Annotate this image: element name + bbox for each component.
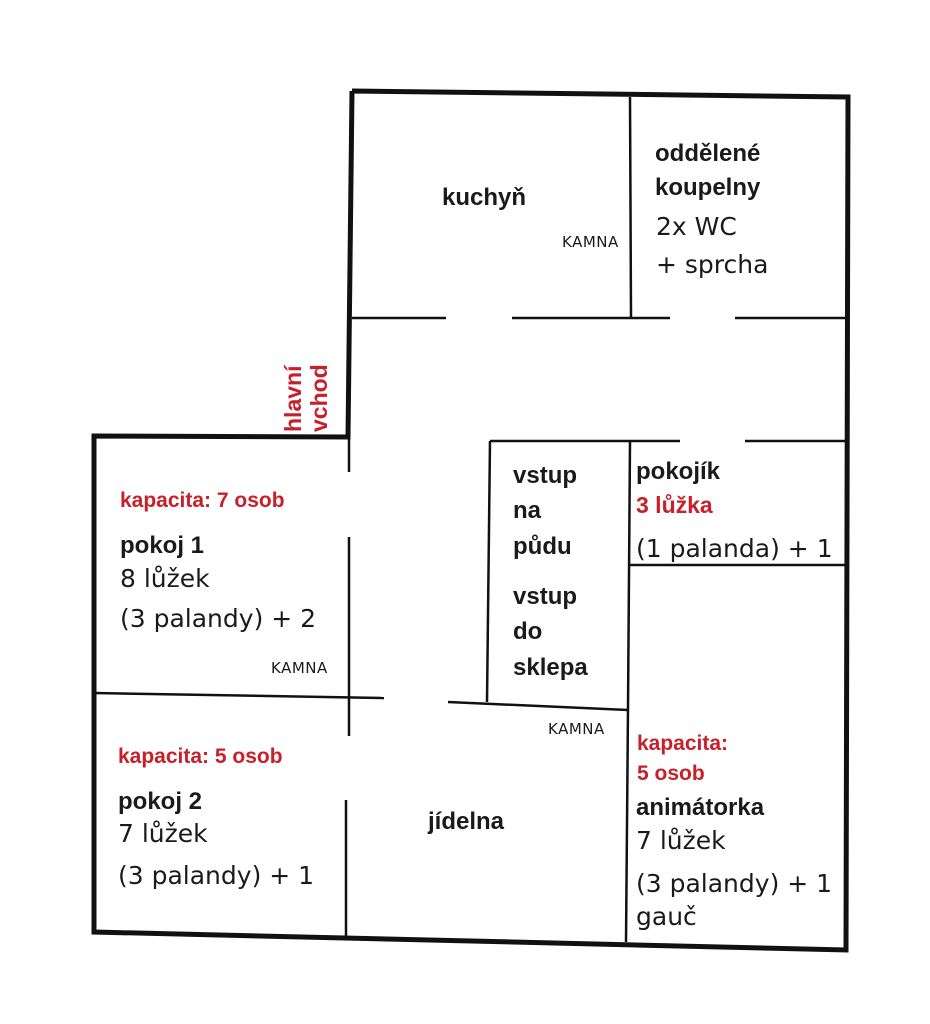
attic-entry-line3: půdu [513,533,572,560]
interior-walls [93,96,846,943]
small-room-name: pokojík [636,458,721,485]
small-room-detail: (1 palanda) + 1 [636,534,833,563]
wall-hall-bottom [447,700,629,712]
room1-detail: (3 palandy) + 2 [120,604,317,633]
animators-beds: 7 lůžek [636,826,726,855]
room2-beds: 7 lůžek [118,819,208,848]
wall-kitchen-bath [628,96,633,319]
room1-stove-label: KAMNA [271,659,328,677]
bathrooms-detail-line1: 2x WC [656,212,737,241]
room1-capacity: kapacita: 7 osob [120,489,285,512]
bathrooms-detail-line2: + sprcha [656,250,769,279]
dining-room-label: jídelna [428,808,505,835]
attic-entry-line1: vstup [513,462,578,489]
hall-stove-label: KAMNA [548,720,605,738]
cellar-entry-line3: sklepa [513,654,588,681]
animators-extra: gauč [636,902,697,931]
animators-capacity-line2: 5 osob [637,762,705,785]
cellar-entry-line2: do [513,618,543,645]
room1-name: pokoj 1 [120,532,205,559]
small-room-beds: 3 lůžka [636,492,713,518]
bathrooms-label-line2: koupelny [655,174,761,201]
bathrooms-label-line1: oddělené [655,140,761,167]
wall-stair-left [485,440,492,703]
main-entrance-line1: hlavní [280,365,306,432]
wall-animators-left [624,707,630,943]
animators-detail: (3 palandy) + 1 [636,869,833,898]
room1-beds: 8 lůžek [120,564,210,593]
main-entrance-line2: vchod [306,364,333,432]
room2-capacity: kapacita: 5 osob [118,745,283,768]
room2-name: pokoj 2 [118,788,203,815]
room2-detail: (3 palandy) + 1 [118,861,315,890]
cellar-entry-line1: vstup [513,583,578,610]
wall-room1-room2 [93,691,385,700]
kitchen-label: kuchyň [442,184,527,211]
main-entrance-label: hlavní vchod [280,364,333,432]
kitchen-stove-label: KAMNA [562,233,619,251]
animators-room-name: animátorka [636,794,765,821]
attic-entry-line2: na [513,497,542,524]
wall-stair-right [626,440,632,709]
animators-capacity-line1: kapacita: [637,732,729,755]
